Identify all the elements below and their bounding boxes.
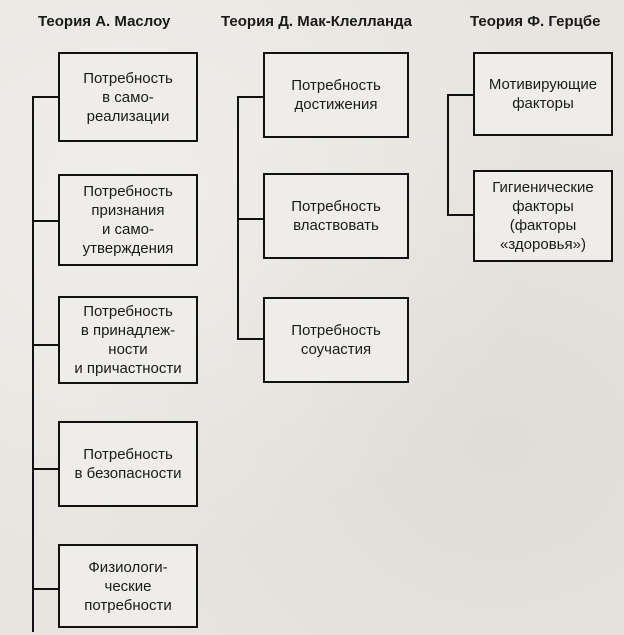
mcclelland-achievement-box: Потребность достижения: [263, 52, 409, 138]
maslow-self-actualization-box: Потребность в само- реализации: [58, 52, 198, 142]
mcclelland-connector-3: [237, 338, 263, 340]
mcclelland-connector-2: [237, 218, 263, 220]
maslow-connector-2: [32, 220, 58, 222]
herzberg-theory-title: Теория Ф. Герцбе: [470, 13, 601, 30]
maslow-connector-1: [32, 96, 58, 98]
maslow-theory-title: Теория А. Маслоу: [38, 13, 171, 30]
mcclelland-power-box: Потребность властвовать: [263, 173, 409, 259]
maslow-esteem-box: Потребность признания и само- утверждени…: [58, 174, 198, 266]
maslow-vertical-connector: [32, 96, 34, 632]
mcclelland-theory-title: Теория Д. Мак-Клелланда: [221, 13, 412, 30]
mcclelland-connector-1: [237, 96, 263, 98]
maslow-safety-box: Потребность в безопасности: [58, 421, 198, 507]
maslow-connector-4: [32, 468, 58, 470]
herzberg-hygiene-factors-box: Гигиенические факторы (факторы «здоровья…: [473, 170, 613, 262]
herzberg-connector-2: [447, 214, 473, 216]
maslow-connector-5: [32, 588, 58, 590]
maslow-connector-3: [32, 344, 58, 346]
mcclelland-affiliation-box: Потребность соучастия: [263, 297, 409, 383]
maslow-physiological-box: Физиологи- ческие потребности: [58, 544, 198, 628]
herzberg-motivators-box: Мотивирующие факторы: [473, 52, 613, 136]
herzberg-connector-1: [447, 94, 473, 96]
maslow-belonging-box: Потребность в принадлеж- ности и причаст…: [58, 296, 198, 384]
herzberg-vertical-connector: [447, 94, 449, 216]
